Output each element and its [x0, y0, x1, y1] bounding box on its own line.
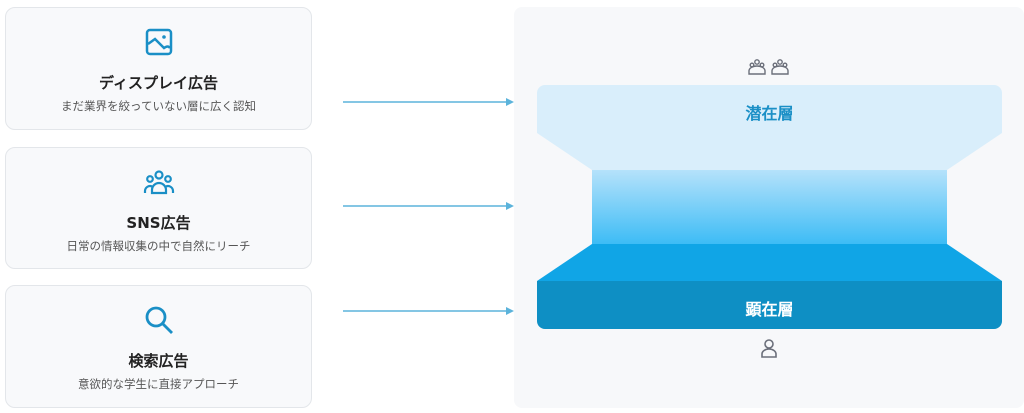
arrow-display — [343, 98, 514, 106]
group-icon — [748, 59, 789, 75]
channel-desc: 意欲的な学生に直接アプローチ — [78, 377, 239, 391]
channel-card-sns: SNS広告 日常の情報収集の中で自然にリーチ — [5, 147, 312, 269]
funnel-middle — [592, 170, 947, 244]
image-icon — [145, 28, 172, 56]
channel-title: 検索広告 — [128, 352, 189, 370]
users-icon — [143, 170, 174, 195]
channel-title: ディスプレイ広告 — [99, 74, 218, 92]
channel-desc: 日常の情報収集の中で自然にリーチ — [66, 239, 251, 253]
funnel-bottom-slope — [537, 244, 1002, 281]
funnel-bottom-layer — [537, 281, 1002, 329]
channel-card-display: ディスプレイ広告 まだ業界を絞っていない層に広く認知 — [5, 7, 312, 130]
person-icon — [761, 339, 777, 358]
channel-title: SNS広告 — [126, 214, 191, 232]
arrow-sns — [343, 202, 514, 210]
channel-desc: まだ業界を絞っていない層に広く認知 — [61, 99, 256, 113]
manifest-layer-label: 顕在層 — [745, 300, 794, 319]
funnel-top-layer — [537, 85, 1002, 170]
search-icon — [145, 306, 173, 334]
arrow-search — [343, 307, 514, 315]
channel-card-search: 検索広告 意欲的な学生に直接アプローチ — [5, 285, 312, 408]
latent-layer-label: 潜在層 — [745, 104, 794, 123]
